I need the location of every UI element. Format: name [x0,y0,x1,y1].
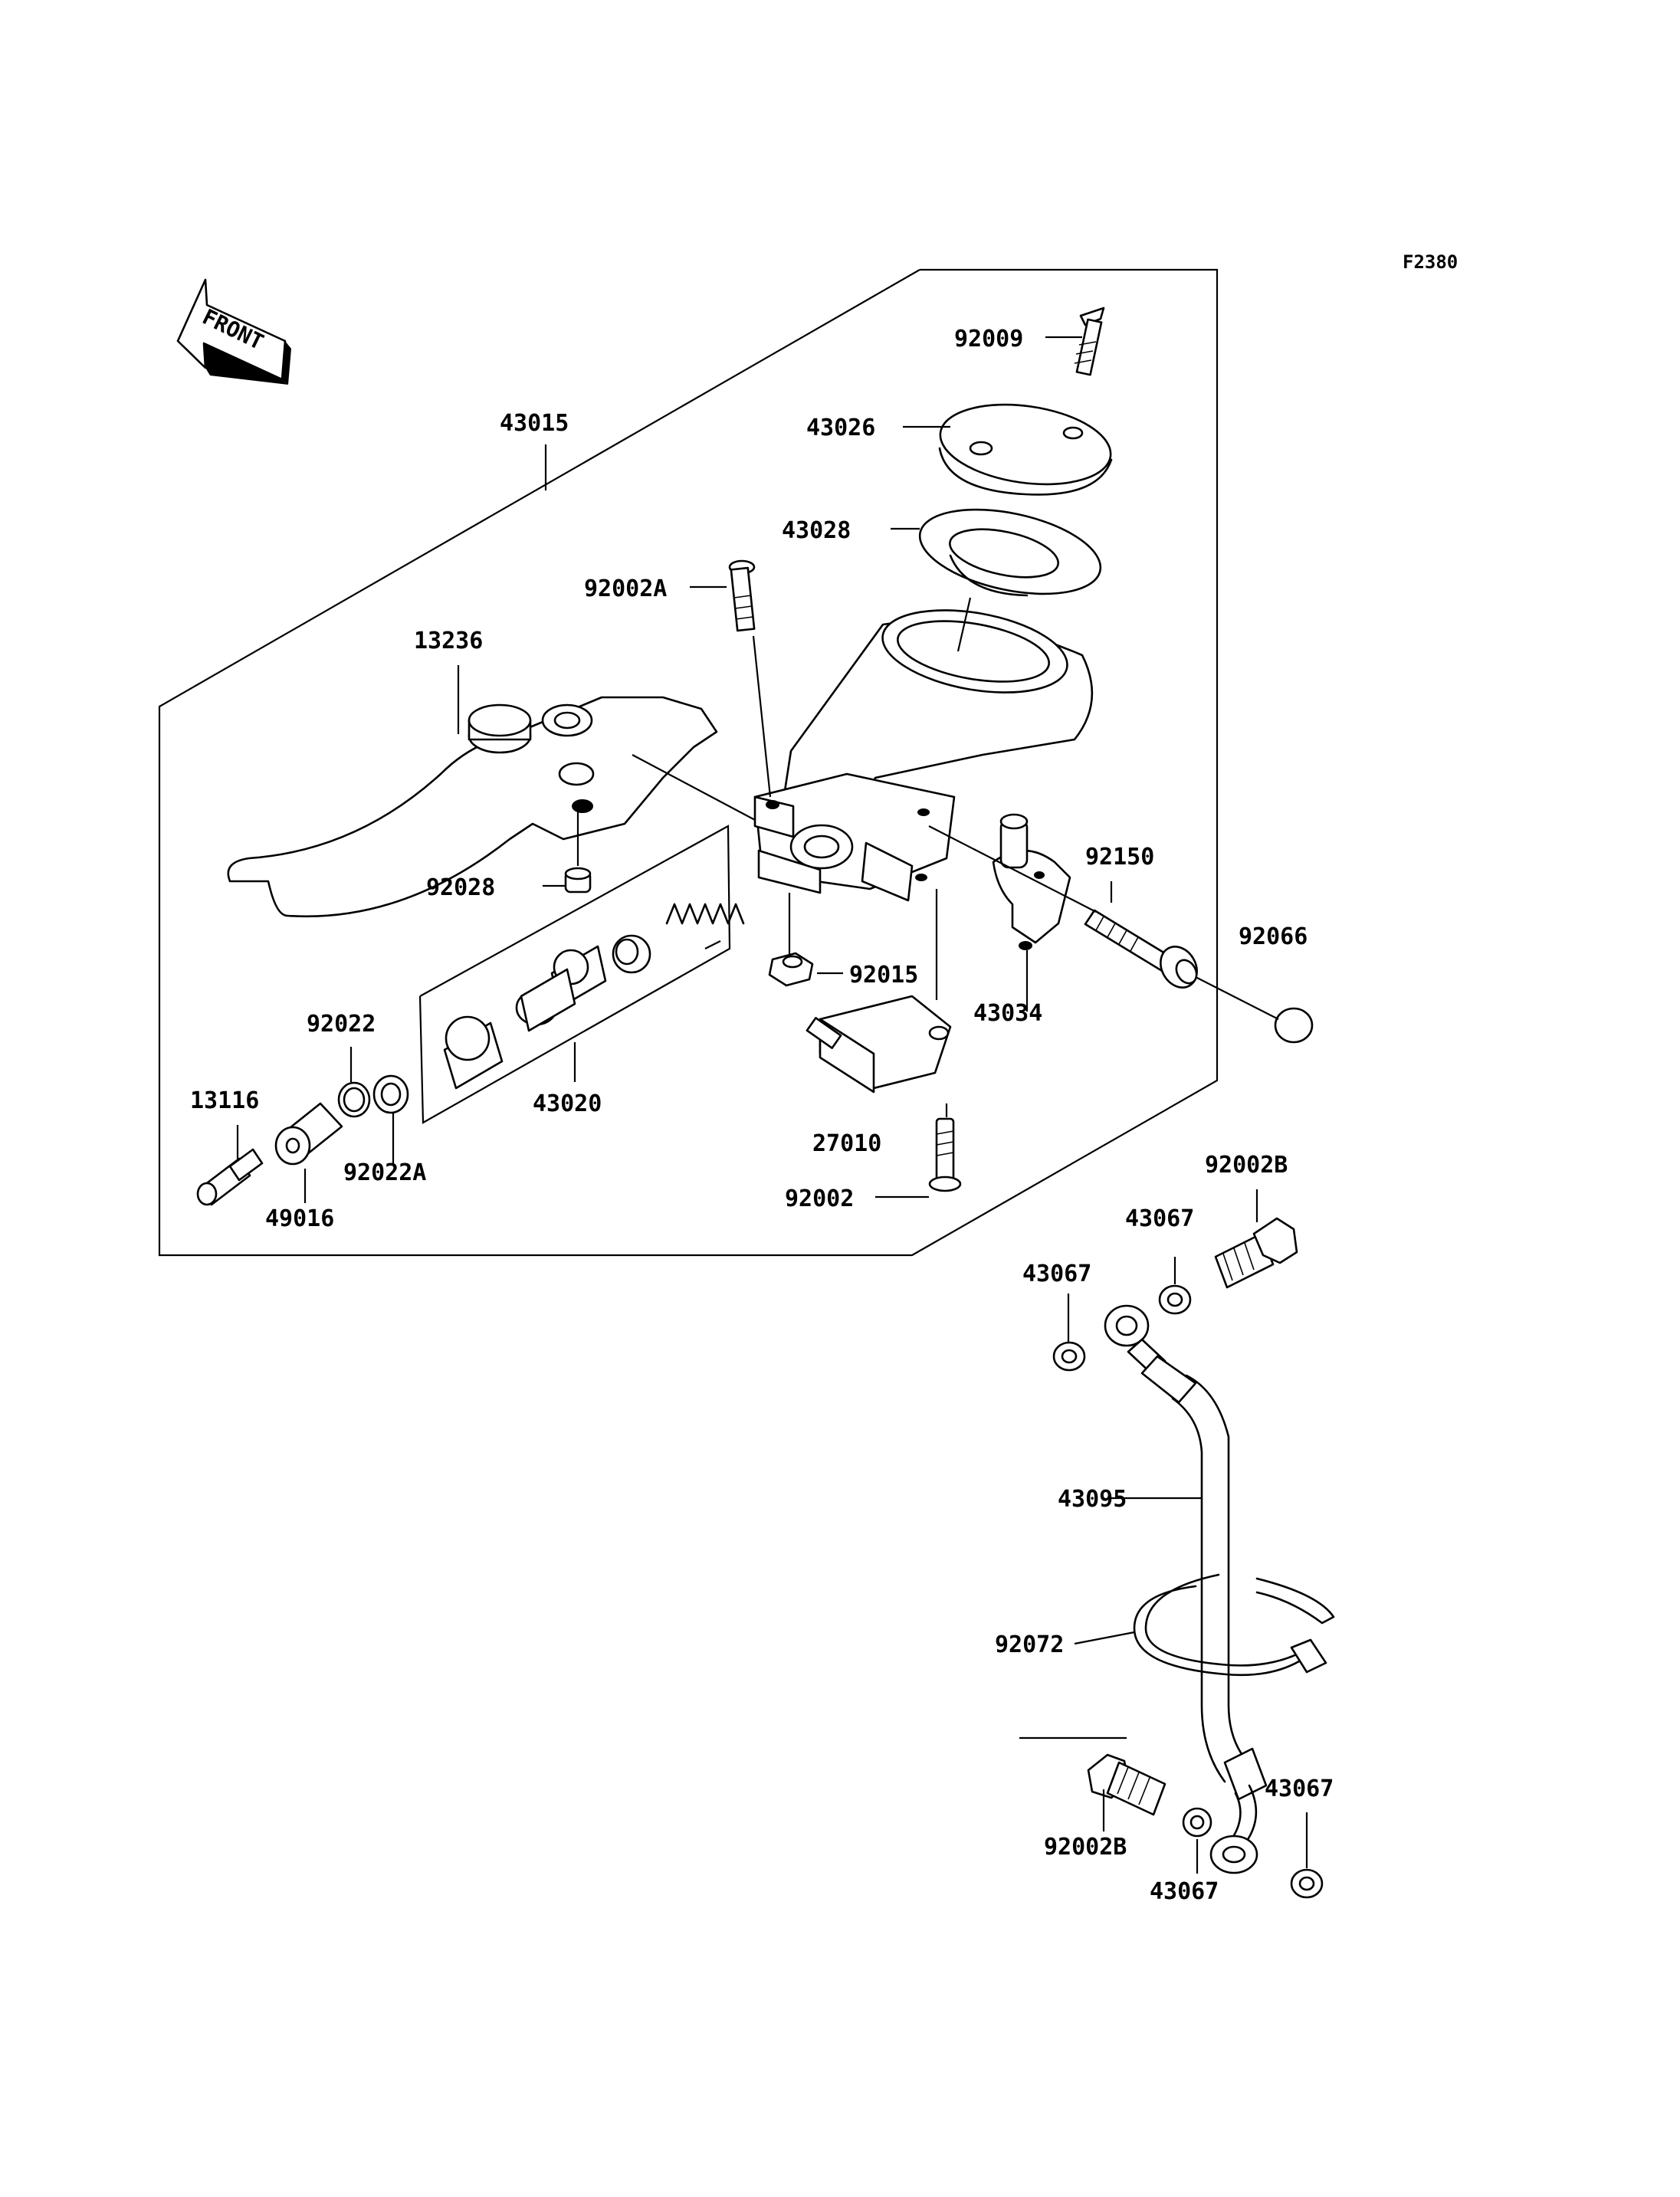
label-43067-b: 43067 [1022,1261,1091,1287]
part-43026-cap [938,403,1113,496]
part-43067-washer-d [1290,1868,1324,1899]
label-43020: 43020 [533,1090,602,1117]
part-92066-cap [1274,1007,1314,1044]
part-92002-screw [928,1117,962,1192]
part-13116-push-rod [196,1148,264,1206]
label-13236: 13236 [414,628,483,654]
label-92002B-bottom: 92002B [1044,1834,1127,1861]
label-43026: 43026 [806,415,875,441]
part-43067-washer-c [1182,1807,1212,1838]
label-92015: 92015 [849,962,918,989]
label-43067-d: 43067 [1265,1776,1334,1802]
label-43067-a: 43067 [1125,1205,1194,1232]
part-92022-circlip [337,1081,371,1118]
label-43034: 43034 [973,1000,1042,1027]
label-43067-c: 43067 [1150,1878,1219,1905]
part-92002A-screw [728,559,756,632]
figure-id: F2380 [1403,251,1458,273]
part-92002B-banjo-bolt-top [1214,1217,1298,1289]
part-92150-bolt [1084,909,1198,989]
label-49016: 49016 [265,1205,334,1232]
part-13236-lever [227,696,718,918]
front-direction-arrow-icon: FRONT [176,278,291,385]
label-92028: 92028 [426,874,495,901]
part-92015-nut [768,952,814,987]
part-92009-screw [1074,307,1105,376]
part-92072-hose-clamp [1133,1573,1335,1677]
part-43067-washer-b [1158,1284,1192,1315]
label-92002A: 92002A [584,575,667,602]
label-92022A: 92022A [343,1159,426,1186]
part-43067-washer-a [1052,1341,1086,1372]
part-43028-diaphragm [918,508,1102,597]
part-27010-switch [806,995,952,1094]
label-92072: 92072 [995,1631,1064,1658]
assembly-outline-43015 [158,268,1219,1257]
part-92002B-banjo-bolt-bottom [1087,1753,1166,1816]
part-92022A-washer [372,1074,409,1114]
label-43028: 43028 [782,517,851,544]
part-labels: 43015 92009 43026 43028 92002A 13236 920… [190,326,1334,1905]
label-92150: 92150 [1085,844,1154,871]
leader-lines [236,336,1308,1874]
part-49016-boot [274,1102,343,1166]
part-43095-clutch-hose [1104,1304,1268,1874]
part-master-cylinder-body [753,609,1094,902]
part-43034-clamp [992,813,1071,950]
label-43095: 43095 [1058,1486,1127,1513]
label-92022: 92022 [307,1011,376,1038]
label-92002B-top: 92002B [1205,1152,1288,1179]
piston-kit-outline-43020 [418,825,731,1124]
part-92028-pivot-collar [564,867,592,894]
part-43020-piston-kit [443,903,745,1090]
label-13116: 13116 [190,1087,259,1114]
label-27010: 27010 [812,1130,881,1157]
label-92002: 92002 [785,1185,854,1212]
label-92009: 92009 [954,326,1023,353]
label-43015: 43015 [500,410,569,437]
label-92066: 92066 [1239,923,1308,950]
